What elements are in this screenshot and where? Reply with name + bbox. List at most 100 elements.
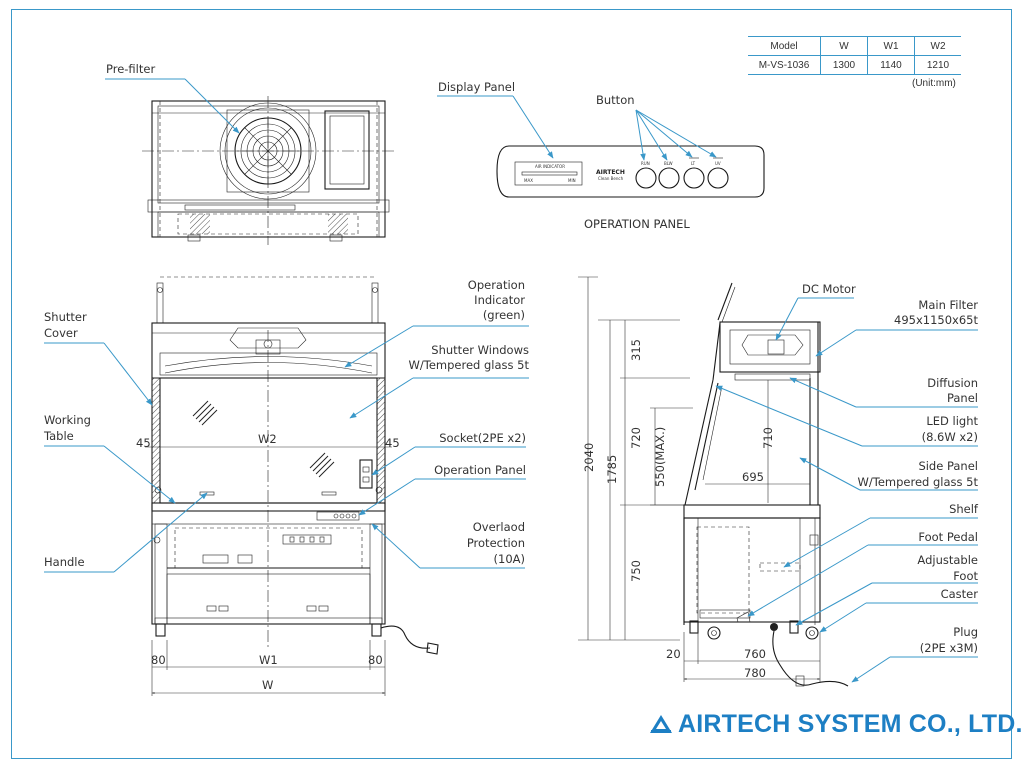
adjustable-foot bbox=[789, 620, 799, 634]
dim-interior-depth: 695 bbox=[742, 470, 764, 484]
overload-label-1: Overlaod bbox=[473, 520, 525, 534]
front-view: 45 W2 45 80 W1 80 W Operation Indicator … bbox=[43, 276, 530, 696]
diffusion-label-1: Diffusion bbox=[927, 376, 978, 390]
header-model: Model bbox=[748, 36, 821, 56]
dim-opening: 550(MAX.) bbox=[653, 427, 667, 487]
side-panel-label-1: Side Panel bbox=[918, 459, 978, 473]
dim-w: W bbox=[262, 678, 273, 692]
shutter-cover-left bbox=[151, 377, 161, 504]
button-tag-0: RUN bbox=[641, 161, 650, 166]
handle-label: Handle bbox=[44, 555, 85, 569]
operation-panel-caption: OPERATION PANEL bbox=[584, 217, 690, 231]
panel-brand-sub: Clean Bench bbox=[598, 176, 624, 181]
scale-min-text: MAX bbox=[524, 178, 533, 183]
dim-top-section: 315 bbox=[629, 339, 643, 361]
overload-label-2: Protection bbox=[467, 536, 525, 550]
shutter-windows-label-1: Shutter Windows bbox=[431, 343, 529, 357]
blower-button[interactable] bbox=[658, 167, 680, 189]
side-base-cabinet bbox=[683, 517, 821, 623]
light-button[interactable] bbox=[683, 167, 705, 189]
dim-left-margin: 45 bbox=[136, 436, 151, 450]
header-w2: W2 bbox=[914, 36, 961, 56]
spec-table: Model W W1 W2 M-VS-1036 1300 1140 1210 bbox=[748, 36, 961, 75]
operation-panel-view: AIR INDICATOR MAX MIN AIRTECH Clean Benc… bbox=[437, 80, 765, 231]
header-w: W bbox=[820, 36, 868, 56]
dim-interior-height: 710 bbox=[761, 427, 775, 449]
caster-label: Caster bbox=[941, 587, 979, 601]
dim-total-height: 2040 bbox=[582, 443, 596, 472]
panel-buttons: RUN BLW LT UV bbox=[635, 157, 729, 189]
main-filter-label-1: Main Filter bbox=[918, 298, 978, 312]
plug-label-1: Plug bbox=[953, 625, 978, 639]
drawing-frame bbox=[11, 9, 1012, 759]
operation-panel-label: Operation Panel bbox=[434, 463, 526, 477]
diffusion-label-2: Panel bbox=[947, 391, 978, 405]
unit-note: (Unit:mm) bbox=[912, 78, 956, 89]
dim-w2: W2 bbox=[258, 432, 277, 446]
operation-indicator-label-1: Operation bbox=[468, 278, 525, 292]
socket-label: Socket(2PE x2) bbox=[439, 431, 526, 445]
cabinet-outline bbox=[151, 322, 386, 625]
caster bbox=[805, 626, 819, 640]
display-panel bbox=[514, 161, 583, 186]
power-cord-side bbox=[772, 630, 849, 687]
dim-w1: W1 bbox=[259, 653, 278, 667]
dim-depth-total: 780 bbox=[744, 666, 766, 680]
cell-w: 1300 bbox=[820, 55, 868, 75]
front-operation-panel bbox=[316, 511, 360, 521]
button-label: Button bbox=[596, 93, 635, 107]
socket bbox=[359, 459, 373, 489]
cell-w1: 1140 bbox=[867, 55, 915, 75]
cell-model: M-VS-1036 bbox=[748, 55, 821, 75]
company-name: AIRTECH SYSTEM CO., LTD. bbox=[678, 709, 1023, 738]
working-table-label-1: Working bbox=[44, 413, 91, 427]
button-tag-3: UV bbox=[715, 161, 721, 166]
run-button[interactable] bbox=[635, 167, 657, 189]
air-indicator-text: AIR INDICATOR bbox=[535, 164, 565, 169]
dim-base-height: 750 bbox=[629, 560, 643, 582]
main-filter-label-2: 495x1150x65t bbox=[894, 313, 978, 327]
power-cord-front bbox=[380, 625, 431, 649]
header-w1: W1 bbox=[867, 36, 915, 56]
operation-indicator-label-2: Indicator bbox=[474, 293, 525, 307]
side-top-unit bbox=[719, 321, 821, 373]
table-row: M-VS-1036 1300 1140 1210 bbox=[748, 55, 961, 75]
button-tag-2: LT bbox=[691, 161, 696, 166]
overload-label-3: (10A) bbox=[494, 552, 525, 566]
dim-right-margin: 45 bbox=[385, 436, 400, 450]
shutter-cover-label-1: Shutter bbox=[44, 310, 87, 324]
led-light-label-1: LED light bbox=[926, 414, 978, 428]
adjustable-foot-label-1: Adjustable bbox=[917, 553, 978, 567]
side-panel-label-2: W/Tempered glass 5t bbox=[858, 475, 979, 489]
dc-motor bbox=[767, 339, 785, 355]
dim-depth-inner: 760 bbox=[744, 647, 766, 661]
cell-w2: 1210 bbox=[914, 55, 961, 75]
dc-motor-label: DC Motor bbox=[802, 282, 856, 296]
shelf-label: Shelf bbox=[949, 502, 979, 516]
operation-indicator-label-3: (green) bbox=[483, 308, 525, 322]
plug-label-2: (2PE x3M) bbox=[920, 641, 978, 655]
adjustable-foot-label-2: Foot bbox=[953, 569, 978, 583]
button-tag-1: BLW bbox=[664, 161, 673, 166]
panel-brand-text: AIRTECH bbox=[596, 169, 625, 176]
prefilter-label: Pre-filter bbox=[106, 62, 155, 76]
working-table-label-2: Table bbox=[43, 429, 74, 443]
shutter-windows-label-2: W/Tempered glass 5t bbox=[409, 358, 530, 372]
company-brand: AIRTECH SYSTEM CO., LTD. bbox=[648, 708, 1023, 740]
dim-left-offset: 20 bbox=[666, 647, 681, 661]
uv-button[interactable] bbox=[707, 167, 729, 189]
side-view: 2040 1785 315 720 750 550(MAX.) 710 695 bbox=[578, 276, 979, 687]
spec-table-header: Model W W1 W2 bbox=[748, 36, 961, 56]
foot-pedal bbox=[736, 611, 751, 623]
display-panel-label: Display Panel bbox=[438, 80, 515, 94]
scale-max-text: MIN bbox=[568, 178, 576, 183]
shelf bbox=[759, 562, 801, 572]
company-logo-icon bbox=[650, 715, 672, 733]
top-view: Pre-filter bbox=[105, 62, 394, 245]
dim-bottom-left: 80 bbox=[151, 653, 166, 667]
foot-pedal-label: Foot Pedal bbox=[918, 530, 978, 544]
dim-upper-height: 1785 bbox=[605, 455, 619, 484]
shutter-cover-label-2: Cover bbox=[44, 326, 78, 340]
led-light-label-2: (8.6W x2) bbox=[922, 430, 978, 444]
